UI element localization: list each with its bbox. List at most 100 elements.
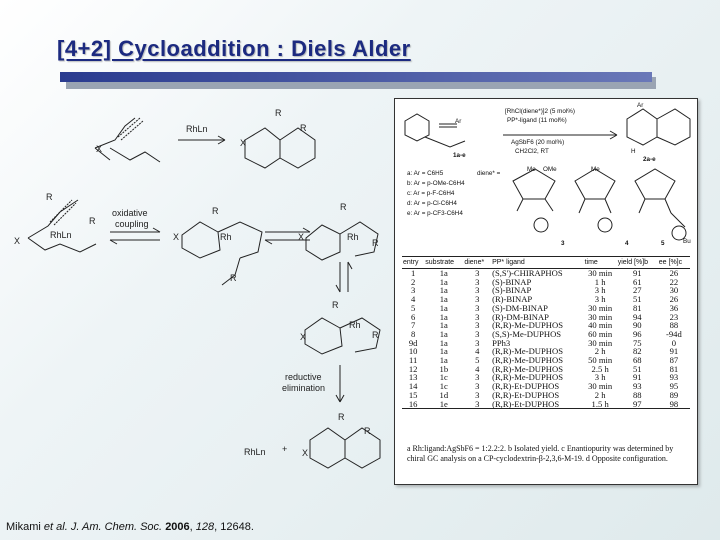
table-cell: 7 — [410, 320, 416, 331]
x-mid-right-label: X — [298, 232, 304, 242]
table-cell: 3 — [475, 302, 480, 313]
substituent-b: b: Ar = p-OMe-C6H4 — [407, 180, 465, 187]
table-cell: 1a — [439, 268, 448, 278]
table-cell: 3 — [475, 294, 480, 305]
table-cell: 36 — [669, 302, 679, 313]
x-lower-label: X — [300, 332, 306, 342]
slide-title: [4+2] Cycloaddition : Diels Alder — [57, 36, 411, 61]
header-entry: entry — [402, 256, 425, 269]
r2-bottom-label: R — [364, 426, 371, 436]
table-cell: 81 — [632, 302, 642, 313]
table-cell: 26 — [669, 268, 679, 278]
elimination-label: elimination — [282, 383, 325, 393]
r2-lower-label: R — [372, 330, 379, 340]
table-cell: 1 h — [594, 276, 606, 287]
table-cell: (R,R)-Et-DUPHOS — [492, 389, 560, 400]
diene-label: diene* = — [477, 170, 501, 177]
substituent-d: d: Ar = p-Cl-C6H4 — [407, 200, 457, 207]
results-panel: [RhCl(diene*)]2 (5 mol%) PP*-ligand (11 … — [394, 98, 698, 485]
table-cell: 1d — [439, 389, 449, 400]
catalyst-line-4: CH2Cl2, RT — [515, 148, 549, 155]
r-mid-left-label: R — [46, 192, 53, 202]
table-cell: 61 — [632, 276, 642, 287]
table-cell: 23 — [669, 311, 679, 322]
table-cell: 91 — [632, 372, 642, 383]
table-cell: 1a — [439, 355, 448, 366]
diene-group-1: Me — [527, 166, 536, 173]
r2-mid-right-label: R — [372, 238, 379, 248]
diene-group-3: Me — [591, 166, 600, 173]
citation-pages: , 12648. — [214, 521, 254, 533]
r2-top-label: R — [300, 123, 307, 133]
table-cell: 1a — [439, 294, 448, 305]
r1-mid-right-label: R — [340, 202, 347, 212]
table-cell: 30 — [669, 285, 679, 296]
table-cell: (R,R)-Et-DUPHOS — [491, 399, 584, 410]
table-cell: 27 — [632, 285, 642, 296]
table-cell: 1 — [410, 268, 416, 278]
catalyst-line-1: [RhCl(diene*)]2 (5 mol%) — [505, 108, 575, 115]
substrate-label: 1a-e — [453, 152, 466, 159]
table-cell: 3 — [475, 285, 480, 296]
product-label: 2a-e — [643, 156, 656, 163]
rhln-bottom-label: RhLn — [244, 447, 266, 457]
citation-journal: J. Am. Chem. Soc. — [70, 521, 163, 533]
header-substrate: substrate — [424, 256, 464, 269]
rhln-mid-left-label: RhLn — [50, 230, 72, 240]
r1-bottom-label: R — [338, 412, 345, 422]
ar-label: Ar — [455, 118, 461, 125]
r1-mid-center-label: R — [212, 206, 219, 216]
table-cell: (S)-BINAP — [492, 276, 532, 287]
x-top-left-label: X — [96, 144, 102, 154]
rh-lower-label: Rh — [349, 320, 361, 330]
table-cell: 3 — [475, 389, 480, 400]
header-ligand: PP* ligand — [491, 256, 584, 269]
substituent-a: a: Ar = C6H5 — [407, 170, 444, 177]
table-cell: 95 — [669, 381, 679, 392]
table-cell: 50 min — [588, 355, 613, 366]
table-cell: 97 — [616, 399, 658, 410]
table-cell: (S,S')-CHIRAPHOS — [492, 268, 563, 278]
table-cell: (R,R)-Me-DUPHOS — [492, 346, 563, 357]
table-cell: 3 — [475, 268, 480, 278]
table-cell: PPh3 — [492, 337, 511, 348]
table-cell: 10 — [408, 346, 418, 357]
product-ar-label: Ar — [637, 102, 643, 109]
table-cell: 3 — [475, 320, 480, 331]
substituent-c: c: Ar = p-F-C6H4 — [407, 190, 455, 197]
r2-mid-center-label: R — [230, 273, 237, 283]
table-cell: 30 min — [588, 337, 613, 348]
table-cell: 3 — [475, 328, 480, 339]
table-cell: 9d — [408, 337, 418, 348]
table-cell: 16 — [402, 399, 425, 410]
table-cell: 1c — [439, 372, 448, 383]
table-cell: (S)-DM-BINAP — [492, 302, 548, 313]
coupling-label: coupling — [115, 219, 149, 229]
table-cell: -94d — [666, 328, 682, 339]
table-cell: 1b — [439, 363, 449, 374]
table-header-row: entry substrate diene* PP* ligand time y… — [402, 256, 690, 269]
x-top-right-label: X — [240, 138, 246, 148]
table-cell: 4 — [475, 346, 480, 357]
reaction-scheme: [RhCl(diene*)]2 (5 mol%) PP*-ligand (11 … — [404, 102, 691, 247]
table-cell: 1a — [439, 302, 448, 313]
table-cell: 93 — [669, 372, 679, 383]
diene-group-2: OMe — [543, 166, 557, 173]
table-cell: 1c — [439, 381, 448, 392]
x-mid-center-label: X — [173, 232, 179, 242]
table-cell: 1a — [439, 328, 448, 339]
table-cell: 30 min — [588, 302, 613, 313]
table-cell: 88 — [669, 320, 679, 331]
table-cell: 51 — [632, 363, 642, 374]
citation-year: 2006 — [165, 521, 190, 533]
substituent-e: e: Ar = p-CF3-C6H4 — [407, 210, 463, 217]
x-bottom-label: X — [302, 448, 308, 458]
r1-lower-label: R — [332, 300, 339, 310]
